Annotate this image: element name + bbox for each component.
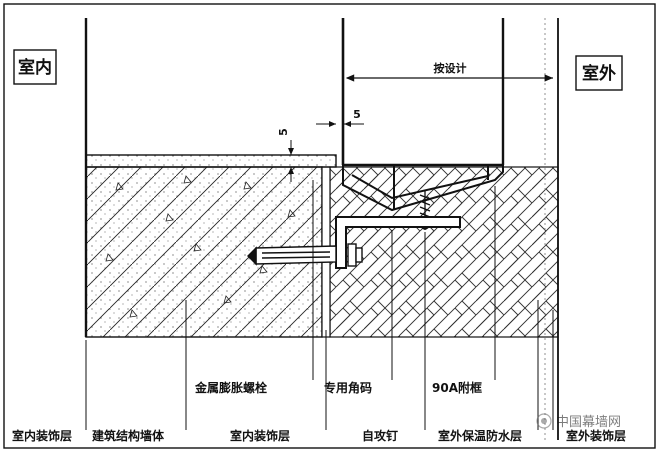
window-frame-profile [341, 18, 505, 167]
indoor-tag-text: 室内 [18, 57, 52, 78]
label-self-tapping-screw: 自攻钉 [362, 428, 398, 443]
label-angle-bracket: 专用角码 [324, 380, 372, 395]
label-exterior-finish: 室外装饰层 [566, 428, 626, 443]
label-structural-wall: 建筑结构墙体 [91, 428, 165, 443]
label-frame-90a: 90A附框 [432, 380, 482, 395]
dimension-5-vertical-text: 5 [277, 128, 290, 136]
expansion-anchor-bolt [247, 243, 363, 267]
label-metal-anchor-bolt: 金属膨胀螺栓 [194, 380, 267, 395]
watermark-text: 中国幕墙网 [556, 415, 621, 430]
dimension-5-horizontal-text: 5 [353, 108, 361, 121]
label-exterior-insulation: 室外保温防水层 [438, 428, 522, 443]
sub-frame-90a [342, 165, 504, 212]
exterior-insulation-layer [329, 166, 559, 338]
angle-bracket [335, 216, 461, 269]
leader-lines [85, 180, 554, 430]
dimension-design-text: 按设计 [434, 61, 467, 75]
sill-finish-layer [85, 154, 337, 168]
watermark: 中国幕墙网 [536, 413, 621, 430]
label-interior-finish-left: 室内装饰层 [12, 428, 72, 443]
outdoor-tag-text: 室外 [582, 63, 616, 84]
outdoor-tag: 室外 [575, 55, 623, 91]
indoor-tag: 室内 [13, 49, 57, 85]
drawing-border [3, 3, 656, 449]
label-interior-finish-mid: 室内装饰层 [230, 428, 290, 443]
